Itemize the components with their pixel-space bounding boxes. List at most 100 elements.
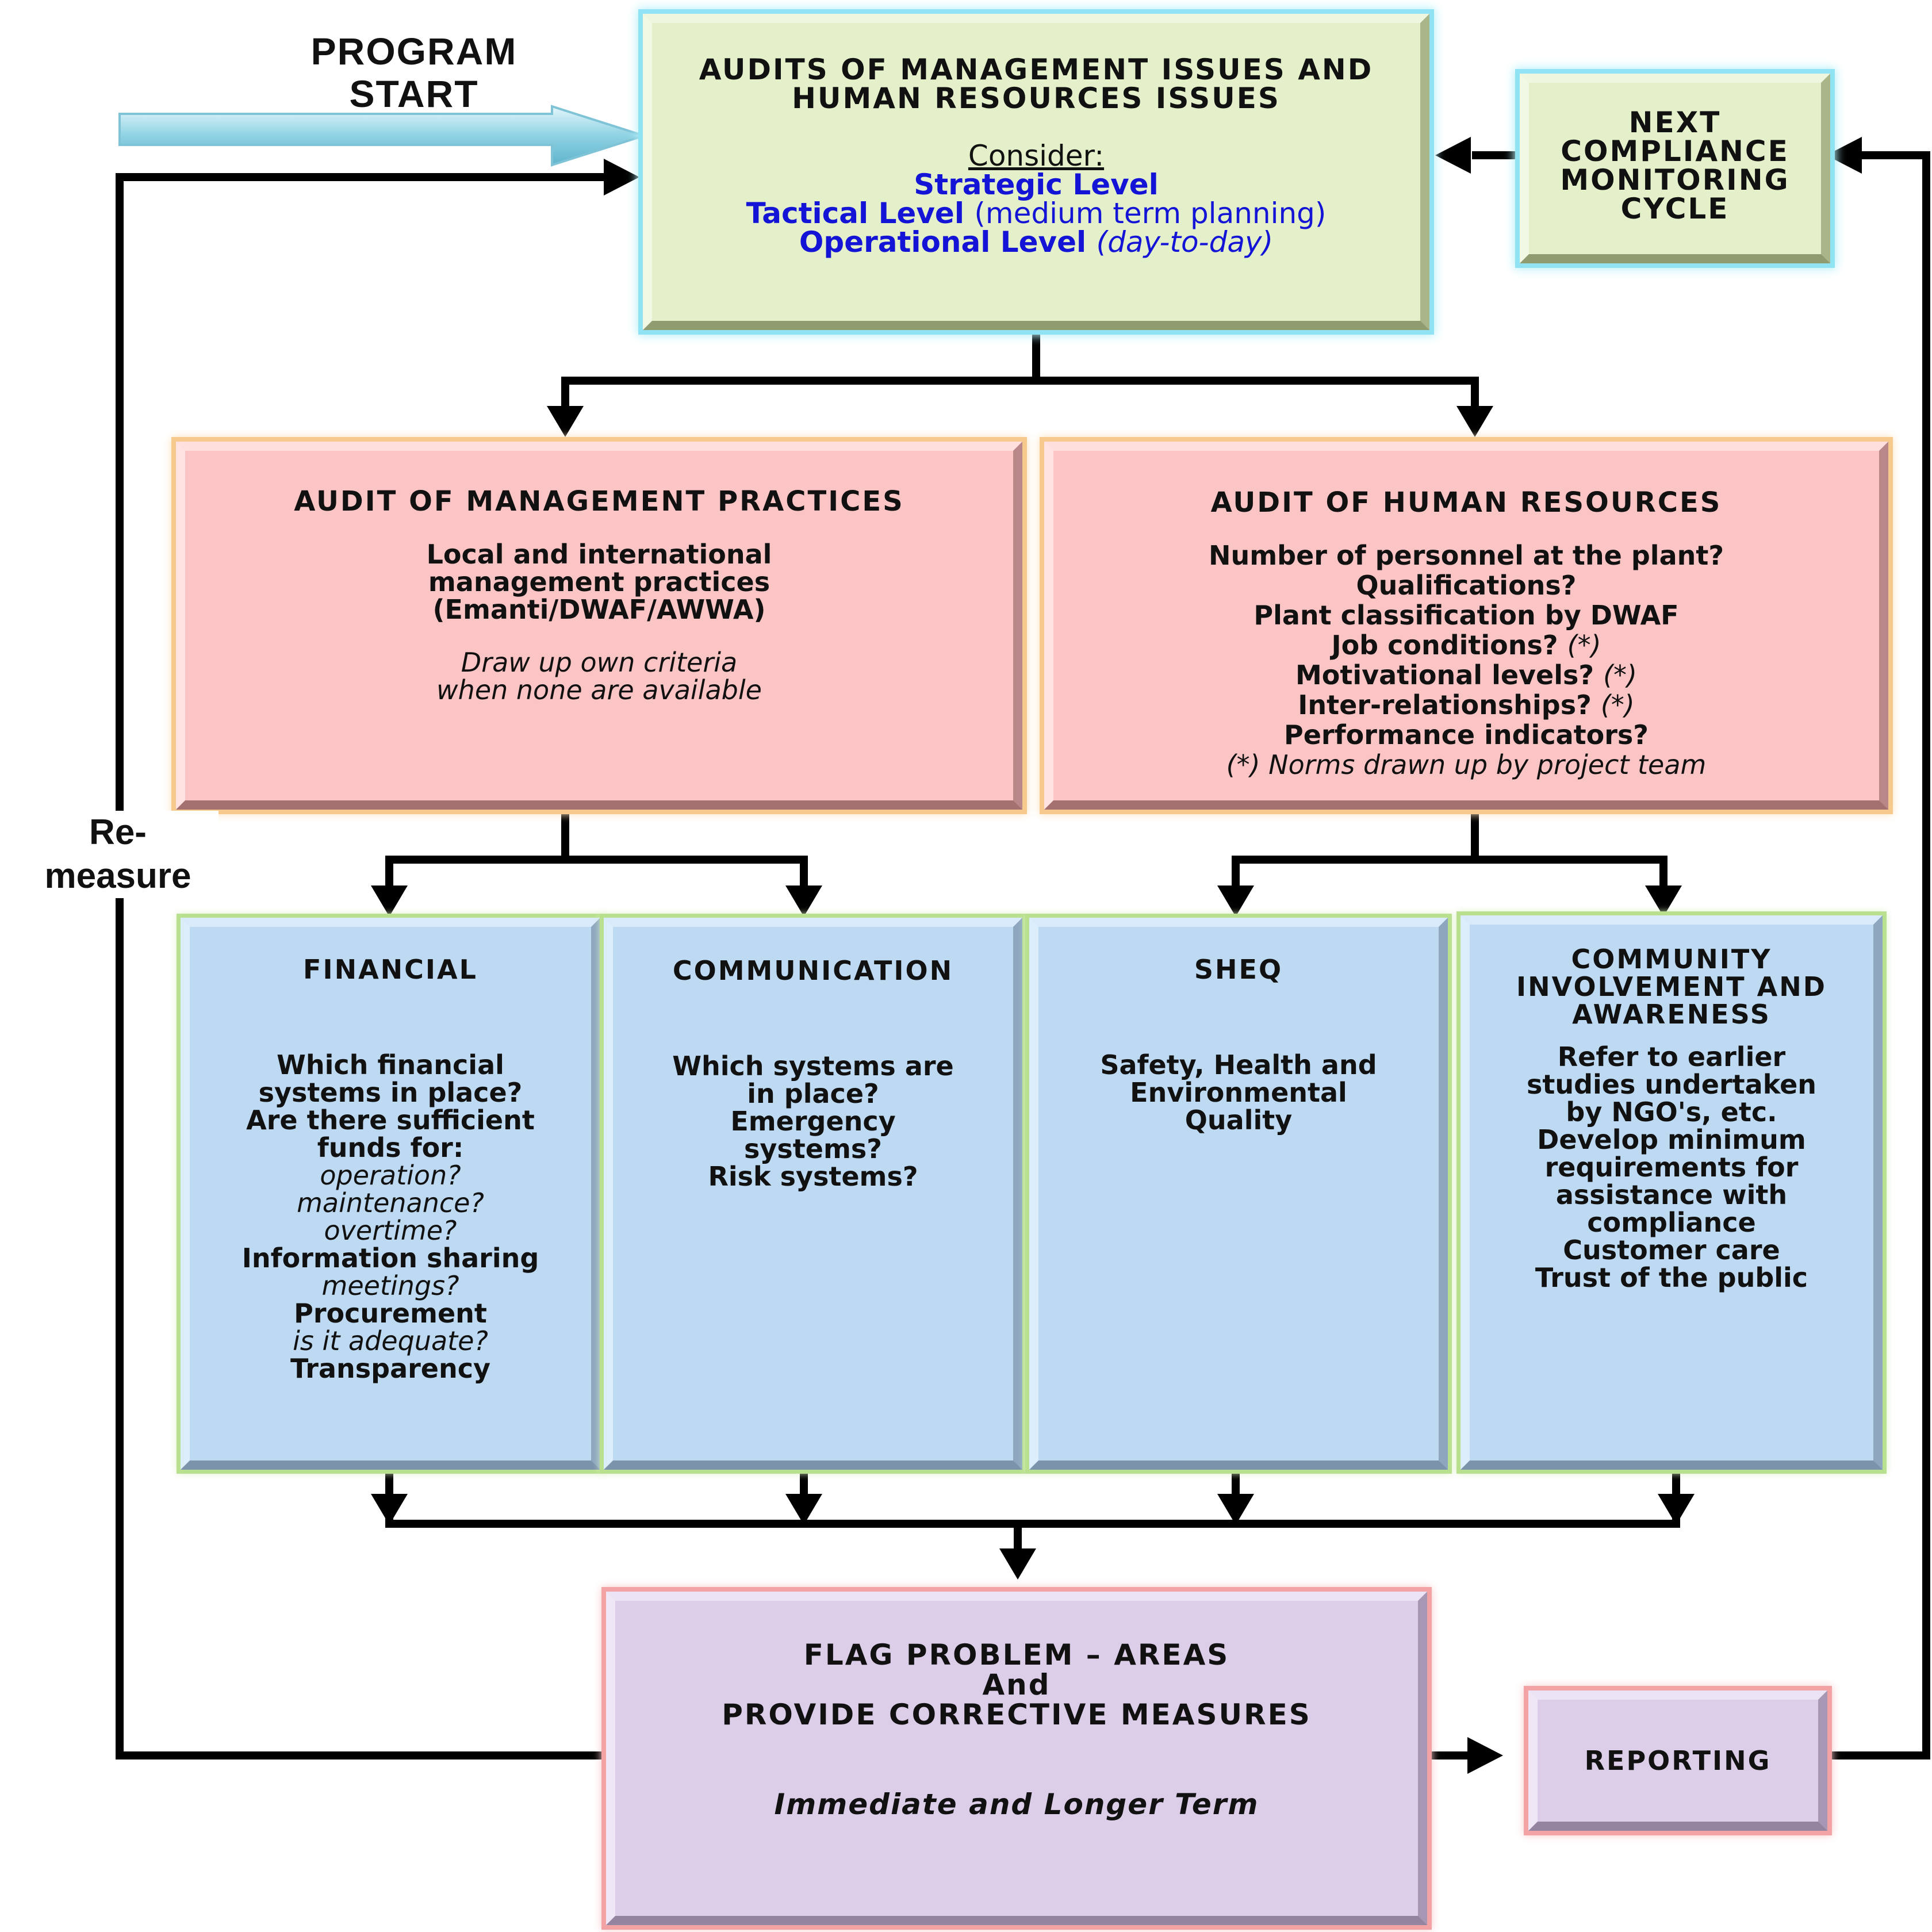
arrowheads bbox=[371, 137, 1862, 1774]
mgmt-line1: Local and international bbox=[426, 539, 772, 570]
community-title-line3: AWARENESS bbox=[1572, 999, 1771, 1030]
management-practices-box[interactable]: AUDIT OF MANAGEMENT PRACTICES Local and … bbox=[176, 442, 1022, 810]
line-remeasure-loop bbox=[116, 173, 604, 1759]
financial-l8: Information sharing bbox=[241, 1243, 539, 1274]
community-l7: compliance bbox=[1587, 1207, 1756, 1238]
financial-l4: funds for: bbox=[317, 1132, 464, 1163]
financial-l5: operation? bbox=[320, 1160, 461, 1191]
community-l1: Refer to earlier bbox=[1557, 1041, 1786, 1072]
audits-operational-row: Operational Level (day-to-day) bbox=[652, 228, 1420, 256]
mgmt-note1: Draw up own criteria bbox=[461, 647, 738, 678]
flag-note: Immediate and Longer Term bbox=[774, 1788, 1259, 1821]
line-top-split-right bbox=[1036, 377, 1479, 406]
communication-title: COMMUNICATION bbox=[672, 955, 954, 986]
communication-box[interactable]: COMMUNICATION Which systems are in place… bbox=[604, 918, 1022, 1470]
remeasure-label: Re- measure bbox=[17, 811, 218, 898]
remeasure-line2: measure bbox=[44, 856, 191, 896]
hr-q5: Motivational levels? bbox=[1295, 660, 1594, 691]
communication-l3: Emergency bbox=[730, 1106, 896, 1137]
communication-l1: Which systems are bbox=[672, 1051, 954, 1082]
financial-l11: is it adequate? bbox=[293, 1325, 488, 1356]
line-left-split bbox=[385, 811, 569, 891]
flag-problem-box[interactable]: FLAG PROBLEM – AREAS And PROVIDE CORRECT… bbox=[606, 1592, 1427, 1925]
hr-q7: Performance indicators? bbox=[1284, 719, 1649, 750]
audits-consider: Consider: bbox=[968, 139, 1105, 172]
mgmt-title: AUDIT OF MANAGEMENT PRACTICES bbox=[294, 485, 904, 518]
financial-l6: maintenance? bbox=[297, 1187, 484, 1218]
community-l2: studies undertaken bbox=[1526, 1069, 1817, 1100]
financial-l10: Procurement bbox=[294, 1298, 487, 1329]
reporting-label: REPORTING bbox=[1584, 1745, 1772, 1776]
program-start-arrow bbox=[118, 105, 648, 167]
hr-q2: Qualifications? bbox=[1356, 570, 1577, 601]
financial-l7: overtime? bbox=[324, 1215, 457, 1246]
hr-q4-star: (*) bbox=[1567, 630, 1601, 661]
financial-box[interactable]: FINANCIAL Which financial systems in pla… bbox=[181, 918, 600, 1470]
flag-line2: And bbox=[982, 1668, 1051, 1701]
line-right-split-2 bbox=[1475, 856, 1667, 891]
financial-l9: meetings? bbox=[321, 1270, 459, 1301]
financial-l2: systems in place? bbox=[258, 1077, 523, 1108]
audits-operational: Operational Level bbox=[799, 225, 1087, 259]
line-right-split bbox=[1232, 811, 1479, 891]
hr-title: AUDIT OF HUMAN RESOURCES bbox=[1210, 486, 1722, 519]
line-reporting-loop bbox=[1822, 151, 1930, 1759]
communication-l5: Risk systems? bbox=[708, 1161, 918, 1192]
communication-l4: systems? bbox=[744, 1133, 882, 1164]
next-cycle-line4: CYCLE bbox=[1620, 192, 1730, 225]
community-l5: requirements for bbox=[1544, 1152, 1799, 1183]
hr-q1: Number of personnel at the plant? bbox=[1208, 540, 1724, 571]
mgmt-line2: management practices bbox=[428, 566, 770, 597]
sheq-l3: Quality bbox=[1184, 1105, 1293, 1136]
line-top-split bbox=[561, 331, 1040, 406]
hr-q6-star: (*) bbox=[1600, 689, 1635, 720]
line-left-split-2 bbox=[565, 856, 808, 891]
hr-q5-star: (*) bbox=[1603, 660, 1637, 691]
next-cycle-line2: COMPLIANCE bbox=[1561, 135, 1789, 168]
reporting-box[interactable]: REPORTING bbox=[1528, 1690, 1827, 1831]
audits-tactical-note: (medium term planning) bbox=[974, 197, 1327, 230]
communication-l2: in place? bbox=[747, 1078, 879, 1109]
hr-q5-row: Motivational levels? (*) bbox=[1053, 660, 1879, 690]
next-cycle-line1: NEXT bbox=[1628, 106, 1722, 139]
audits-title-line2: HUMAN RESOURCES ISSUES bbox=[792, 82, 1281, 115]
community-l9: Trust of the public bbox=[1535, 1262, 1808, 1293]
community-title-line2: INVOLVEMENT AND bbox=[1516, 971, 1827, 1002]
mgmt-line3: (Emanti/DWAF/AWWA) bbox=[432, 594, 766, 625]
financial-title: FINANCIAL bbox=[303, 954, 478, 985]
community-l4: Develop minimum bbox=[1537, 1124, 1806, 1155]
audits-title-line1: AUDITS OF MANAGEMENT ISSUES AND bbox=[699, 53, 1374, 86]
community-title-line1: COMMUNITY bbox=[1571, 944, 1772, 975]
hr-q6-row: Inter-relationships? (*) bbox=[1053, 690, 1879, 720]
hr-q6: Inter-relationships? bbox=[1298, 689, 1592, 720]
sheq-box[interactable]: SHEQ Safety, Health and Environmental Qu… bbox=[1029, 918, 1448, 1470]
line-bottom-merge bbox=[385, 1473, 1680, 1528]
hr-q4-row: Job conditions? (*) bbox=[1053, 630, 1879, 660]
program-start-label: PROGRAM START bbox=[253, 30, 575, 115]
hr-q3: Plant classification by DWAF bbox=[1254, 600, 1679, 631]
next-cycle-line3: MONITORING bbox=[1560, 163, 1790, 197]
flag-line3: PROVIDE CORRECTIVE MEASURES bbox=[722, 1698, 1312, 1731]
financial-l1: Which financial bbox=[277, 1049, 504, 1080]
audits-operational-note: (day-to-day) bbox=[1096, 225, 1274, 259]
hr-q4: Job conditions? bbox=[1331, 630, 1558, 661]
community-l8: Customer care bbox=[1563, 1235, 1780, 1266]
hr-footnote: (*) Norms drawn up by project team bbox=[1226, 749, 1707, 780]
sheq-l2: Environmental bbox=[1130, 1077, 1347, 1108]
human-resources-box[interactable]: AUDIT OF HUMAN RESOURCES Number of perso… bbox=[1044, 442, 1888, 810]
program-start-line1: PROGRAM bbox=[310, 30, 518, 72]
program-start-line2: START bbox=[349, 72, 479, 115]
sheq-title: SHEQ bbox=[1194, 954, 1283, 985]
community-l3: by NGO's, etc. bbox=[1566, 1097, 1777, 1128]
remeasure-line1: Re- bbox=[89, 812, 147, 852]
audits-tactical: Tactical Level bbox=[746, 197, 964, 230]
flag-line1: FLAG PROBLEM – AREAS bbox=[803, 1638, 1230, 1672]
financial-l12: Transparency bbox=[290, 1353, 491, 1384]
community-box[interactable]: COMMUNITY INVOLVEMENT AND AWARENESS Refe… bbox=[1460, 915, 1883, 1470]
audits-box[interactable]: AUDITS OF MANAGEMENT ISSUES AND HUMAN RE… bbox=[643, 14, 1429, 330]
community-l6: assistance with bbox=[1555, 1179, 1788, 1210]
financial-l3: Are there sufficient bbox=[246, 1105, 535, 1136]
sheq-l1: Safety, Health and bbox=[1100, 1049, 1377, 1080]
next-cycle-box[interactable]: NEXT COMPLIANCE MONITORING CYCLE bbox=[1520, 74, 1830, 263]
